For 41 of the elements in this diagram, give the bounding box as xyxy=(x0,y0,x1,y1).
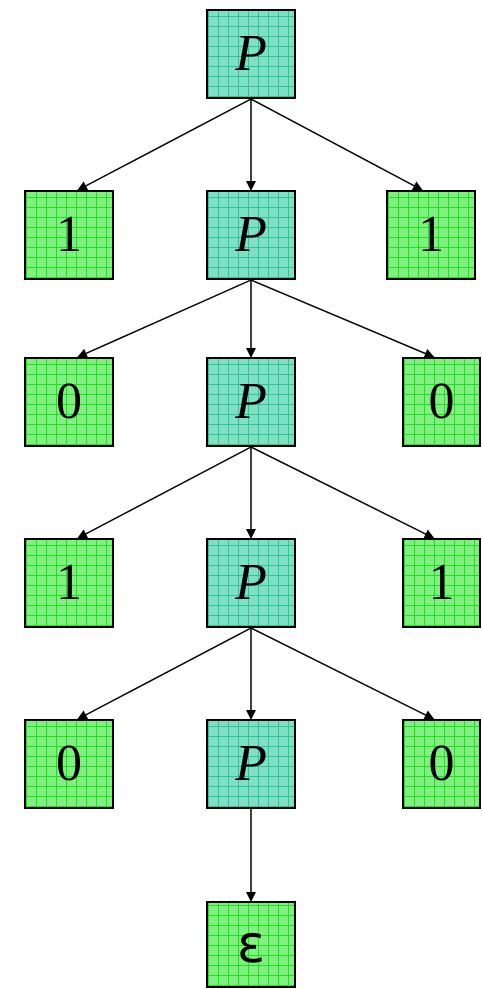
box-label: 0 xyxy=(56,376,82,428)
grid-box xyxy=(24,357,114,447)
grid-box xyxy=(206,9,296,99)
arrow xyxy=(246,447,256,539)
arrow xyxy=(250,279,435,358)
grid-box xyxy=(402,357,481,447)
grid-box xyxy=(206,719,296,809)
arrow xyxy=(77,446,252,539)
grid-box xyxy=(206,190,296,280)
box-label: 1 xyxy=(56,557,82,609)
grid-box xyxy=(206,901,296,988)
box-label: P xyxy=(235,28,267,80)
arrow xyxy=(250,98,423,191)
arrow xyxy=(77,98,252,191)
grid-box xyxy=(24,190,114,280)
box-label: P xyxy=(235,557,267,609)
grid-box xyxy=(24,719,114,809)
grid-box xyxy=(402,538,481,628)
grid-box xyxy=(24,538,114,628)
box-label: P xyxy=(235,209,267,261)
box-label: 1 xyxy=(428,557,454,609)
box-label: 0 xyxy=(428,376,454,428)
box-label: 1 xyxy=(56,209,82,261)
arrow xyxy=(246,628,256,720)
box-label: 1 xyxy=(418,209,444,261)
arrow xyxy=(250,446,434,539)
arrow xyxy=(246,280,256,358)
arrow xyxy=(246,99,256,191)
grid-box xyxy=(402,719,481,809)
arrow xyxy=(250,627,434,720)
box-label: ε xyxy=(236,918,266,970)
grid-box xyxy=(206,538,296,628)
box-label: P xyxy=(235,738,267,790)
arrow xyxy=(77,279,252,358)
box-label: 0 xyxy=(56,738,82,790)
grid-box xyxy=(386,190,476,280)
grid-box xyxy=(206,357,296,447)
box-label: 0 xyxy=(428,738,454,790)
arrow xyxy=(246,809,256,902)
box-label: P xyxy=(235,376,267,428)
arrow xyxy=(77,627,252,720)
